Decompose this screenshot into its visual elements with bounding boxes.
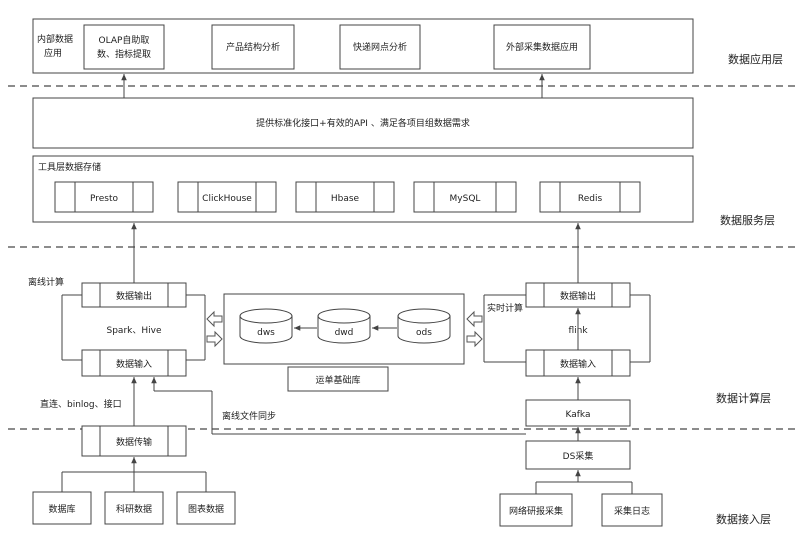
offline-output-label: 数据输出 xyxy=(116,290,152,302)
storage-clickhouse: ClickHouse xyxy=(177,181,277,213)
app-product-label: 产品结构分析 xyxy=(226,41,280,53)
app-external-label: 外部采集数据应用 xyxy=(506,41,578,53)
storage-title: 工具层数据存储 xyxy=(38,161,101,173)
source-chart-label: 图表数据 xyxy=(188,503,224,515)
storage-redis-label: Redis xyxy=(578,194,603,204)
offline-transfer-box: 数据传输 xyxy=(81,425,187,457)
source-chart-box xyxy=(176,491,236,525)
storage-clickhouse-label: ClickHouse xyxy=(202,194,252,204)
storage-redis: Redis xyxy=(539,181,641,213)
app-olap-line2: 数、指标提取 xyxy=(97,48,151,60)
realtime-ds-label: DS采集 xyxy=(563,450,594,462)
app-express-box xyxy=(339,24,421,70)
offline-input-label: 数据输入 xyxy=(116,358,152,370)
warehouse-base-box xyxy=(287,366,389,392)
source-web-label: 网络研报采集 xyxy=(509,505,563,517)
source-log-box xyxy=(601,493,663,527)
source-db-box xyxy=(32,491,92,525)
source-research-box xyxy=(104,491,164,525)
layer-label-service: 数据服务层 xyxy=(720,213,775,227)
layer-label-application: 数据应用层 xyxy=(728,52,783,66)
hollow-arrow-realtime-to-warehouse xyxy=(466,310,483,328)
hollow-arrow-offline-to-warehouse xyxy=(206,330,223,348)
realtime-kafka-label: Kafka xyxy=(566,410,591,420)
app-olap-box xyxy=(83,24,165,70)
realtime-output-label: 数据输出 xyxy=(560,290,596,302)
app-internal-line1: 内部数据 xyxy=(37,33,73,45)
realtime-input-box: 数据输入 xyxy=(525,349,631,377)
layer-label-ingest: 数据接入层 xyxy=(716,512,771,526)
warehouse-dws-cylinder: dws xyxy=(239,308,293,344)
storage-mysql-label: MySQL xyxy=(450,194,481,204)
storage-hbase-label: Hbase xyxy=(331,194,360,204)
storage-presto-label: Presto xyxy=(90,194,119,204)
warehouse-dwd-label: dwd xyxy=(335,328,354,338)
app-internal-line2: 应用 xyxy=(44,47,62,59)
offline-sources-label: 直连、binlog、接口 xyxy=(40,398,122,410)
offline-title: 离线计算 xyxy=(28,276,64,288)
offline-engine-label: Spark、Hive xyxy=(107,326,162,336)
app-product-box xyxy=(211,24,295,70)
source-db-label: 数据库 xyxy=(48,503,75,515)
api-box xyxy=(32,97,694,149)
app-olap-line1: OLAP自助取 xyxy=(99,34,150,46)
source-log-label: 采集日志 xyxy=(614,505,650,517)
warehouse-dws-label: dws xyxy=(257,328,275,338)
file-sync-label: 离线文件同步 xyxy=(222,410,276,422)
app-external-box xyxy=(493,24,591,70)
warehouse-dwd-cylinder: dwd xyxy=(317,308,371,344)
api-label: 提供标准化接口+有效的API 、满足各项目组数据需求 xyxy=(256,117,470,129)
realtime-input-label: 数据输入 xyxy=(560,358,596,370)
realtime-ds-box xyxy=(525,440,631,470)
layer-label-compute: 数据计算层 xyxy=(716,391,771,405)
offline-input-box: 数据输入 xyxy=(81,349,187,377)
source-web-box xyxy=(499,493,573,527)
warehouse-ods-label: ods xyxy=(416,328,432,338)
warehouse-ods-cylinder: ods xyxy=(397,308,451,344)
realtime-title: 实时计算 xyxy=(487,302,523,314)
warehouse-base-label: 运单基础库 xyxy=(315,374,360,386)
offline-output-box: 数据输出 xyxy=(81,282,187,308)
source-research-label: 科研数据 xyxy=(116,503,152,515)
storage-mysql: MySQL xyxy=(413,181,517,213)
storage-hbase: Hbase xyxy=(295,181,395,213)
realtime-output-box: 数据输出 xyxy=(525,282,631,308)
hollow-arrow-warehouse-to-realtime xyxy=(466,330,483,348)
storage-presto: Presto xyxy=(54,181,154,213)
hollow-arrow-warehouse-to-offline xyxy=(206,310,223,328)
realtime-kafka-box xyxy=(525,399,631,427)
app-express-label: 快递网点分析 xyxy=(353,41,407,53)
offline-transfer-label: 数据传输 xyxy=(116,436,152,448)
